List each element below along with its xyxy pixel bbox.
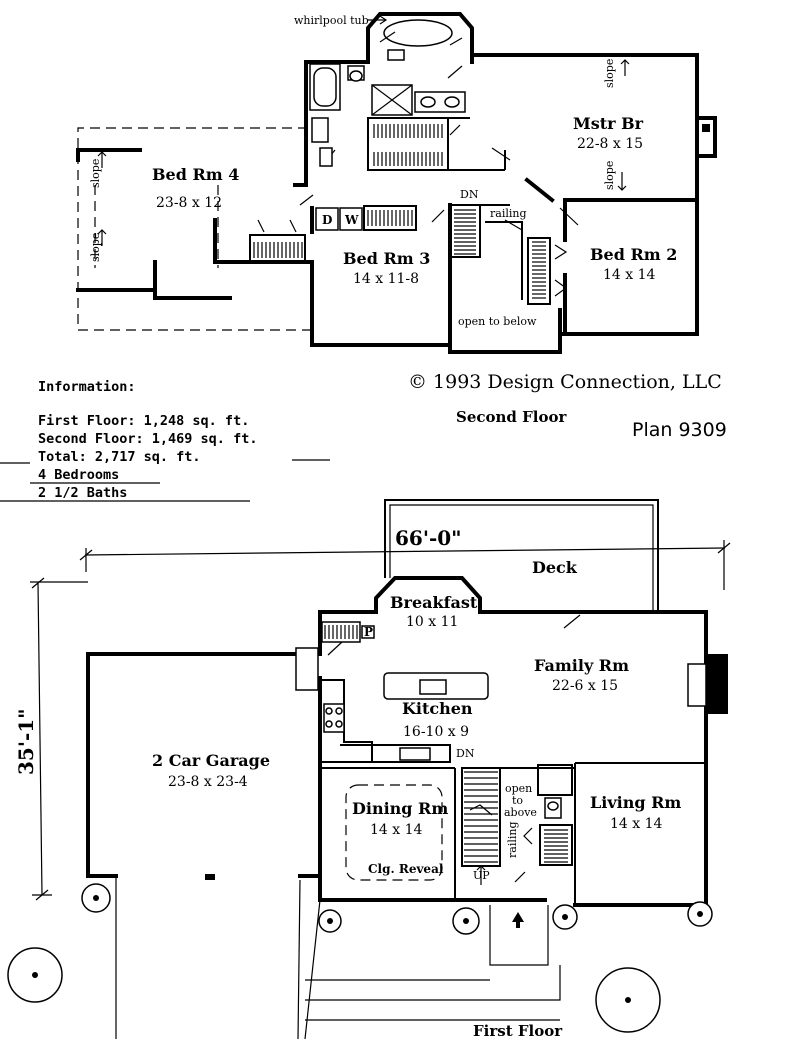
- garage-size: 23-8 x 23-4: [168, 774, 248, 790]
- second-floor-plan: whirlpool tub Mstr Br 22-8 x 15 Bed Rm 4…: [76, 12, 717, 354]
- attic-outline: [77, 127, 312, 331]
- stair-dn-label: DN: [460, 188, 479, 201]
- first-floor-stair: [461, 767, 501, 885]
- bed-rm-4-name: Bed Rm 4: [152, 165, 239, 184]
- ceiling-reveal-label: Clg. Reveal: [368, 862, 444, 876]
- slope-label: slope: [603, 59, 616, 88]
- open-label: open: [505, 782, 532, 795]
- info-heading: Information:: [38, 379, 136, 395]
- laundry: [315, 205, 417, 231]
- depth-dimension-label: 35'-1": [14, 708, 38, 775]
- railing-label: railing: [490, 207, 527, 220]
- plan-number: Plan 9309: [632, 419, 727, 441]
- info-line: Total: 2,717 sq. ft.: [38, 449, 201, 465]
- stair-dn-label: DN: [456, 747, 475, 760]
- master-closet: [367, 117, 511, 171]
- dining-rm-name: Dining Rm: [352, 799, 448, 818]
- kitchen-name: Kitchen: [402, 699, 473, 718]
- family-rm-name: Family Rm: [534, 656, 629, 675]
- shelf-hatching: [367, 210, 413, 226]
- shelf-hatching: [324, 625, 358, 639]
- dining-rm-size: 14 x 14: [370, 822, 423, 838]
- tread-hatching: [532, 241, 546, 299]
- slope-label: slope: [89, 159, 102, 188]
- washer-label: W: [344, 213, 359, 227]
- living-rm-name: Living Rm: [590, 793, 681, 812]
- tread-hatching: [454, 209, 476, 255]
- shelf-hatching: [373, 124, 443, 166]
- to-label: to: [512, 794, 523, 807]
- info-line: First Floor: 1,248 sq. ft.: [38, 413, 249, 429]
- first-floor-title: First Floor: [473, 1022, 563, 1039]
- copyright-text: © 1993 Design Connection, LLC: [408, 371, 722, 393]
- whirlpool-tub-label: whirlpool tub: [294, 14, 369, 27]
- tread-hatching: [544, 829, 568, 863]
- deck-label: Deck: [532, 558, 578, 577]
- second-floor-stair: [448, 203, 562, 354]
- stair-up-label: UP: [473, 869, 490, 882]
- mstr-br-name: Mstr Br: [573, 114, 644, 133]
- bed-rm-2-size: 14 x 14: [603, 267, 656, 283]
- bed-rm-3-size: 14 x 11-8: [353, 271, 419, 287]
- bed-rm-2-name: Bed Rm 2: [590, 245, 677, 264]
- info-line: Second Floor: 1,469 sq. ft.: [38, 431, 257, 447]
- family-rm-size: 22-6 x 15: [552, 678, 618, 694]
- entry-arrow-icon: [512, 912, 524, 928]
- shelf-hatching: [253, 242, 303, 258]
- master-bath: [309, 63, 470, 143]
- first-floor-plan: 66'-0" 35'-1" Deck Breakfast 10 x 11 Fam…: [7, 499, 731, 1039]
- breakfast-size: 10 x 11: [406, 614, 458, 630]
- depth-dimension: [30, 577, 88, 901]
- living-rm-size: 14 x 14: [610, 816, 663, 832]
- shrub-icon: [7, 883, 713, 1033]
- whirlpool-tub-icon: [383, 19, 453, 47]
- info-line: 2 1/2 Baths: [38, 485, 127, 501]
- mstr-br-size: 22-8 x 15: [577, 136, 643, 152]
- kitchen-counters: [322, 672, 489, 763]
- open-to-below-label: open to below: [458, 315, 537, 328]
- garage-steps: [295, 647, 319, 691]
- dryer-label: D: [322, 213, 332, 227]
- pantry-label: P: [364, 625, 373, 639]
- whirlpool-bay: [366, 12, 474, 64]
- info-line: 4 Bedrooms: [38, 467, 119, 483]
- slope-label: slope: [89, 233, 102, 262]
- breakfast-name: Breakfast: [390, 593, 478, 612]
- kitchen-size: 16-10 x 9: [403, 724, 469, 740]
- railing-label: railing: [506, 822, 519, 859]
- slope-arrow-icon: [97, 59, 630, 246]
- above-label: above: [504, 806, 537, 819]
- deck-outline: [384, 499, 659, 612]
- tread-hatching: [464, 771, 498, 863]
- garage-name: 2 Car Garage: [152, 751, 270, 770]
- width-dimension: [79, 540, 731, 590]
- bed-rm-4-size: 23-8 x 12: [156, 195, 222, 211]
- width-dimension-label: 66'-0": [395, 526, 462, 550]
- bed-rm-3-name: Bed Rm 3: [343, 249, 430, 268]
- slope-label: slope: [603, 161, 616, 190]
- plan-info-block: © 1993 Design Connection, LLC Second Flo…: [0, 371, 727, 502]
- second-floor-title: Second Floor: [456, 408, 567, 426]
